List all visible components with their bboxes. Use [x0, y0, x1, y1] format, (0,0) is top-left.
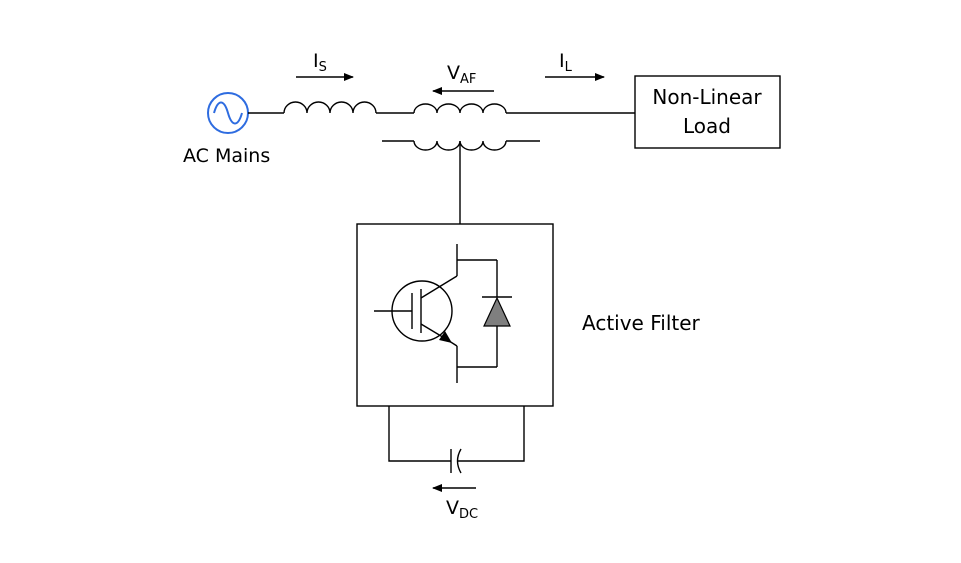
vdc-label: VDC: [446, 497, 478, 522]
load-label-line1: Non-Linear: [652, 85, 762, 109]
transformer-secondary-icon: [382, 140, 540, 151]
source-inductor-icon: [283, 101, 377, 114]
vaf-label: VAF: [447, 62, 476, 87]
transformer-primary-icon: [413, 103, 507, 114]
is-label: IS: [313, 50, 327, 75]
igbt-icon: [374, 244, 497, 383]
diode-icon: [482, 260, 512, 367]
active-filter-label: Active Filter: [582, 311, 701, 335]
il-label: IL: [559, 50, 573, 75]
load-label-line2: Load: [683, 114, 731, 138]
active-filter-box: [356, 223, 554, 407]
ac-mains-label: AC Mains: [183, 145, 270, 167]
load-box: [634, 75, 781, 149]
capacitor-icon: [388, 406, 525, 474]
ac-source-icon: [207, 92, 249, 134]
